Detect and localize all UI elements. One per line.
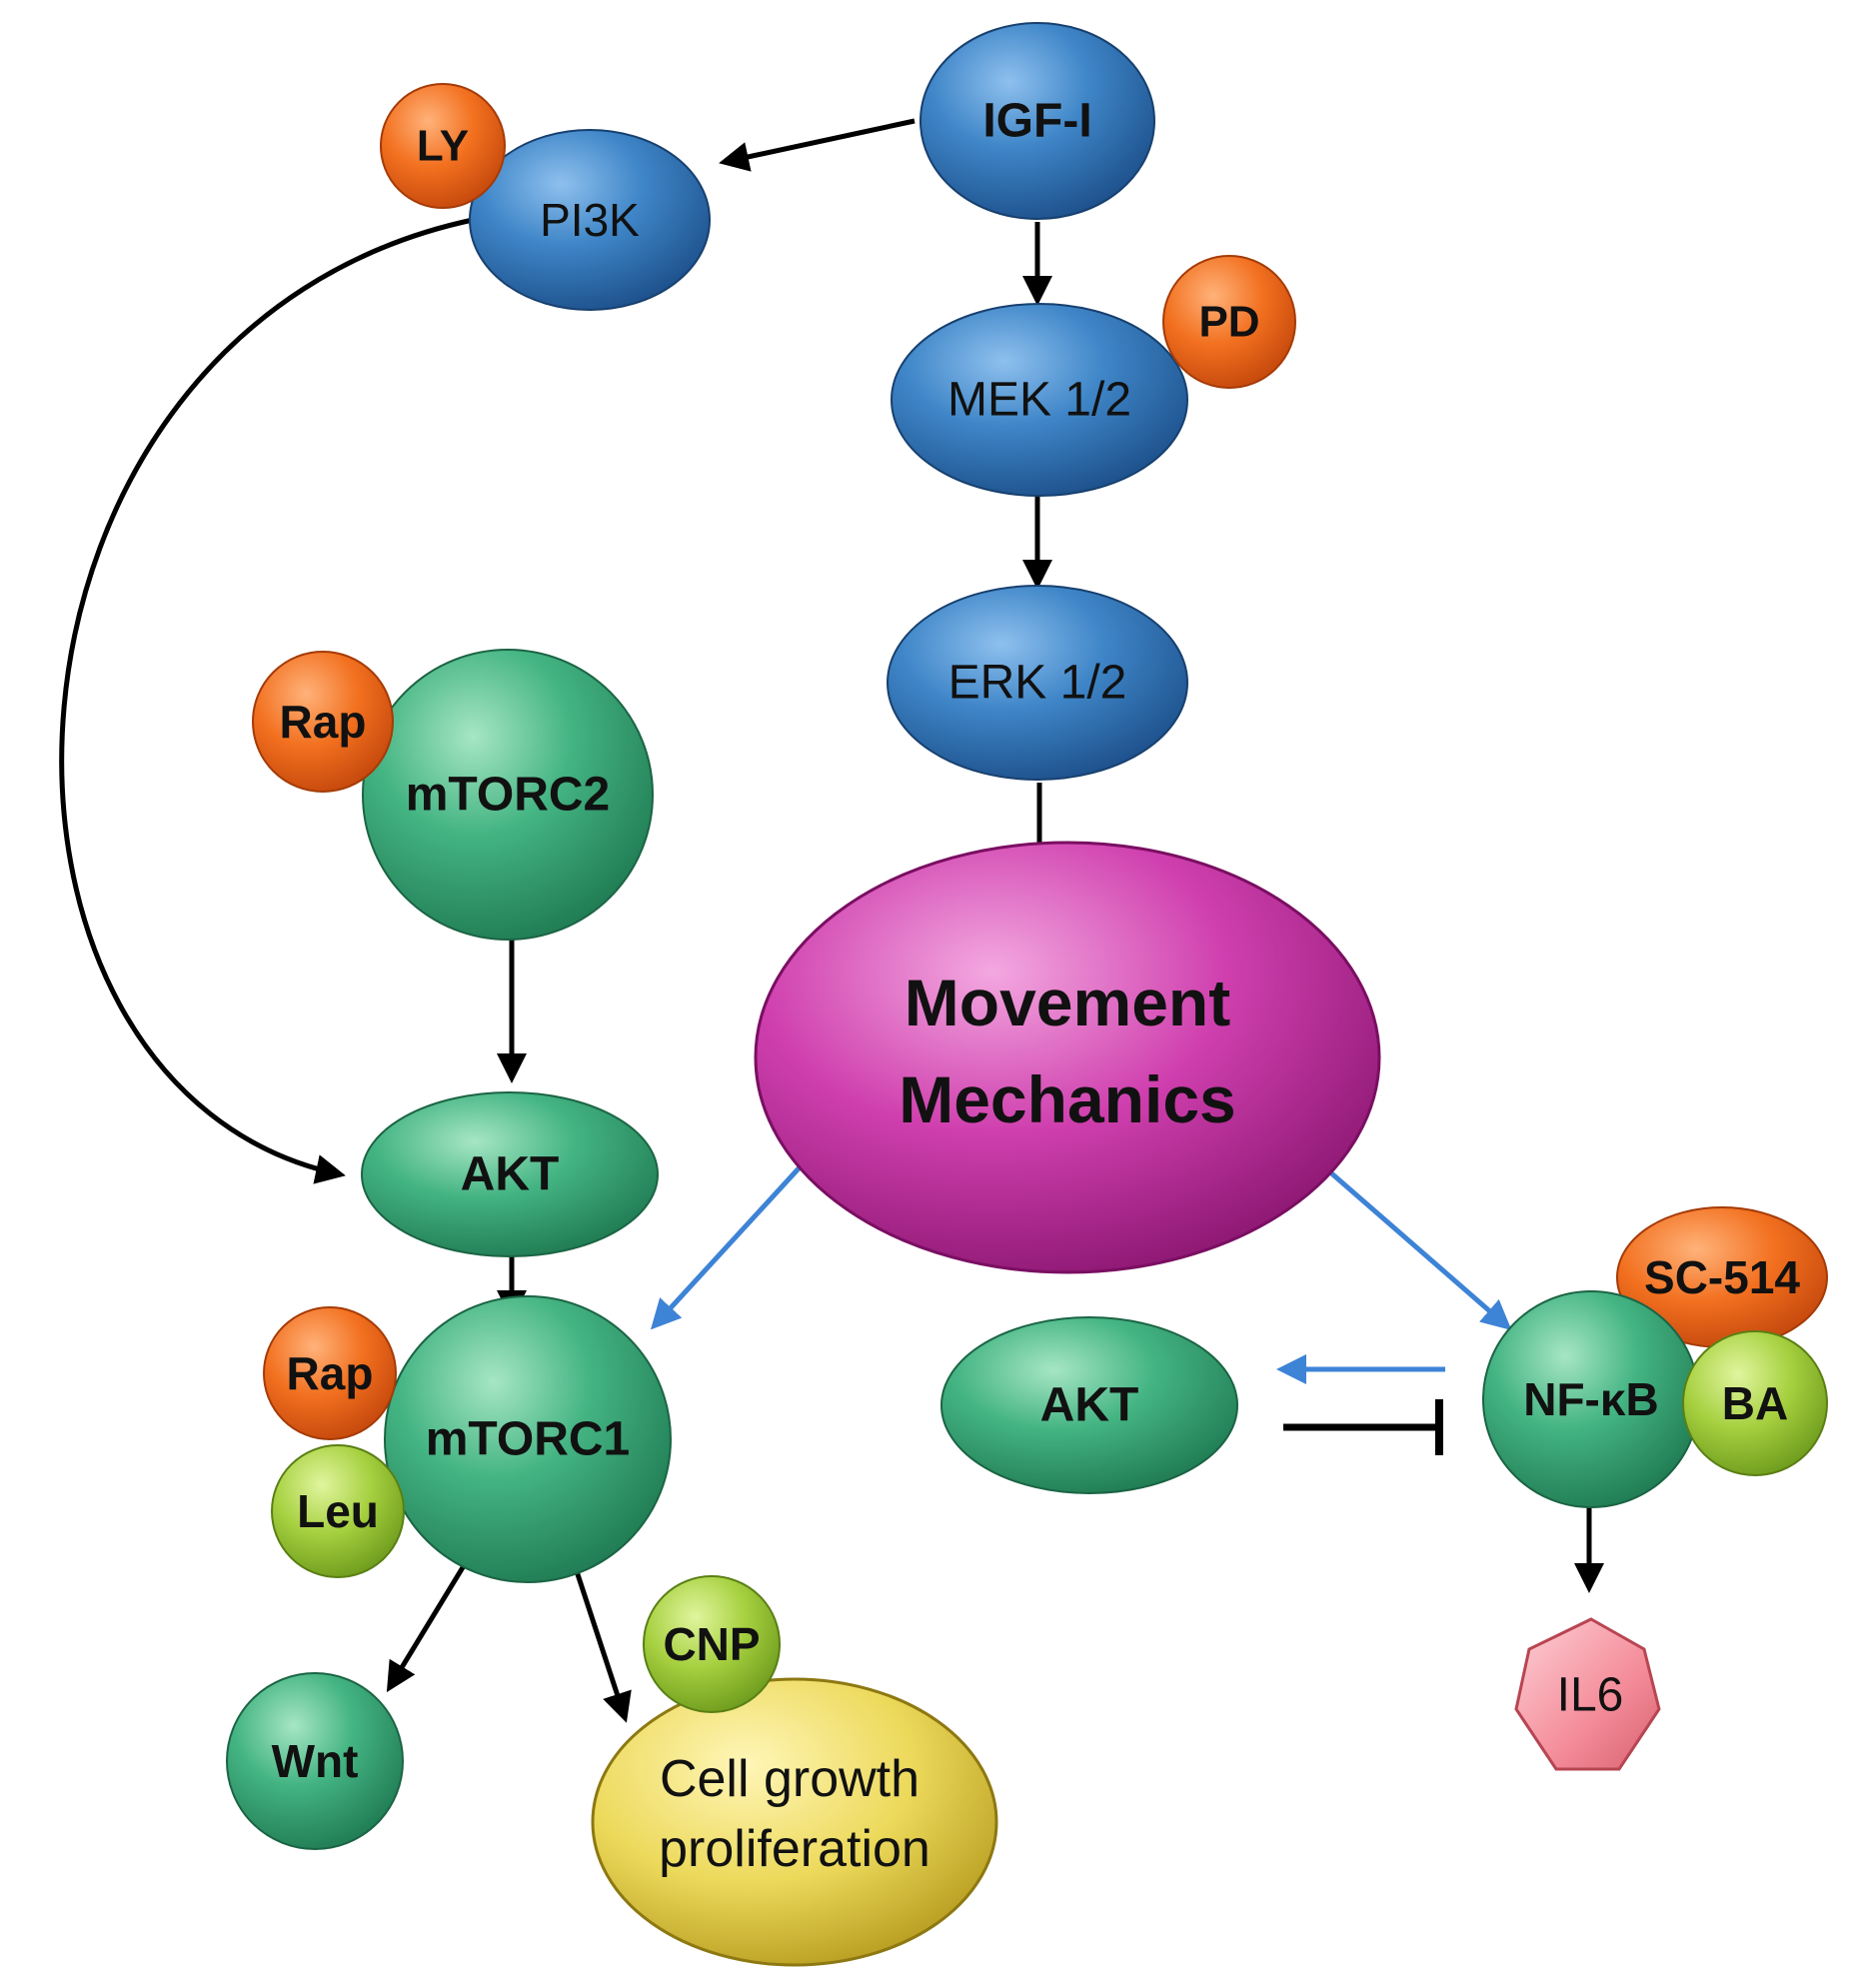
mek-label: MEK 1/2	[947, 374, 1131, 427]
akt-left-label: AKT	[461, 1148, 560, 1201]
rap-top-label: Rap	[280, 696, 367, 748]
wnt-label: Wnt	[272, 1735, 359, 1787]
activator-leu: Leu	[271, 1444, 405, 1578]
igf1-label: IGF-I	[982, 95, 1091, 148]
node-mtorc1: mTORC1	[384, 1295, 672, 1583]
rap-bottom-label: Rap	[287, 1347, 374, 1399]
arrow-movement-to-mtorc1	[650, 1165, 802, 1330]
arrow-pi3k-to-akt	[59, 217, 474, 1184]
inhibition-akt-to-nfkb	[1283, 1399, 1443, 1455]
node-akt-left: AKT	[361, 1091, 659, 1257]
inhibitor-ly: LY	[380, 83, 506, 209]
node-nfkb: NF-κB	[1482, 1290, 1700, 1508]
node-mek: MEK 1/2	[891, 303, 1188, 497]
erk-label: ERK 1/2	[948, 657, 1127, 710]
node-pi3k: PI3K	[469, 129, 711, 311]
nfkb-label: NF-κB	[1523, 1373, 1659, 1425]
node-igf1: IGF-I	[920, 22, 1155, 220]
mtorc1-label: mTORC1	[426, 1413, 631, 1466]
node-movement-mechanics: Movement Mechanics	[754, 841, 1381, 1274]
movement-label-line1: Movement	[905, 966, 1230, 1039]
activator-cnp: CNP	[643, 1575, 781, 1713]
inhibitor-rap-bottom: Rap	[263, 1306, 397, 1440]
node-mtorc2: mTORC2	[362, 649, 654, 941]
inhibitor-pd: PD	[1162, 255, 1296, 389]
cell-growth-line1: Cell growth	[660, 1750, 920, 1808]
mtorc2-label: mTORC2	[406, 769, 611, 822]
leu-label: Leu	[297, 1485, 379, 1537]
node-akt-right: AKT	[940, 1316, 1238, 1494]
cell-growth-line2: proliferation	[659, 1820, 930, 1878]
node-cell-growth: Cell growth proliferation	[591, 1677, 998, 1967]
movement-label-line2: Mechanics	[899, 1062, 1235, 1136]
ly-label: LY	[417, 122, 469, 171]
arrow-movement-to-nfkb	[1327, 1169, 1512, 1330]
ba-label: BA	[1722, 1377, 1788, 1429]
pd-label: PD	[1198, 298, 1259, 347]
node-il6: IL6	[1514, 1617, 1661, 1771]
pi3k-label: PI3K	[540, 194, 640, 246]
sc514-label: SC-514	[1644, 1251, 1800, 1303]
node-erk: ERK 1/2	[887, 585, 1188, 781]
node-wnt: Wnt	[226, 1672, 404, 1850]
il6-label: IL6	[1557, 1669, 1624, 1722]
inhibitor-rap-top: Rap	[252, 651, 394, 793]
inhibitor-sc514: SC-514	[1616, 1206, 1828, 1348]
arrow-mtorc1-to-wnt	[386, 1557, 471, 1693]
arrow-igf1-to-pi3k	[719, 118, 916, 172]
akt-right-label: AKT	[1040, 1379, 1139, 1432]
cnp-label: CNP	[663, 1618, 760, 1670]
arrow-mtorc1-to-cellgrowth	[572, 1564, 632, 1723]
inhibitor-ba: BA	[1682, 1330, 1828, 1476]
arrows	[59, 118, 1604, 1723]
